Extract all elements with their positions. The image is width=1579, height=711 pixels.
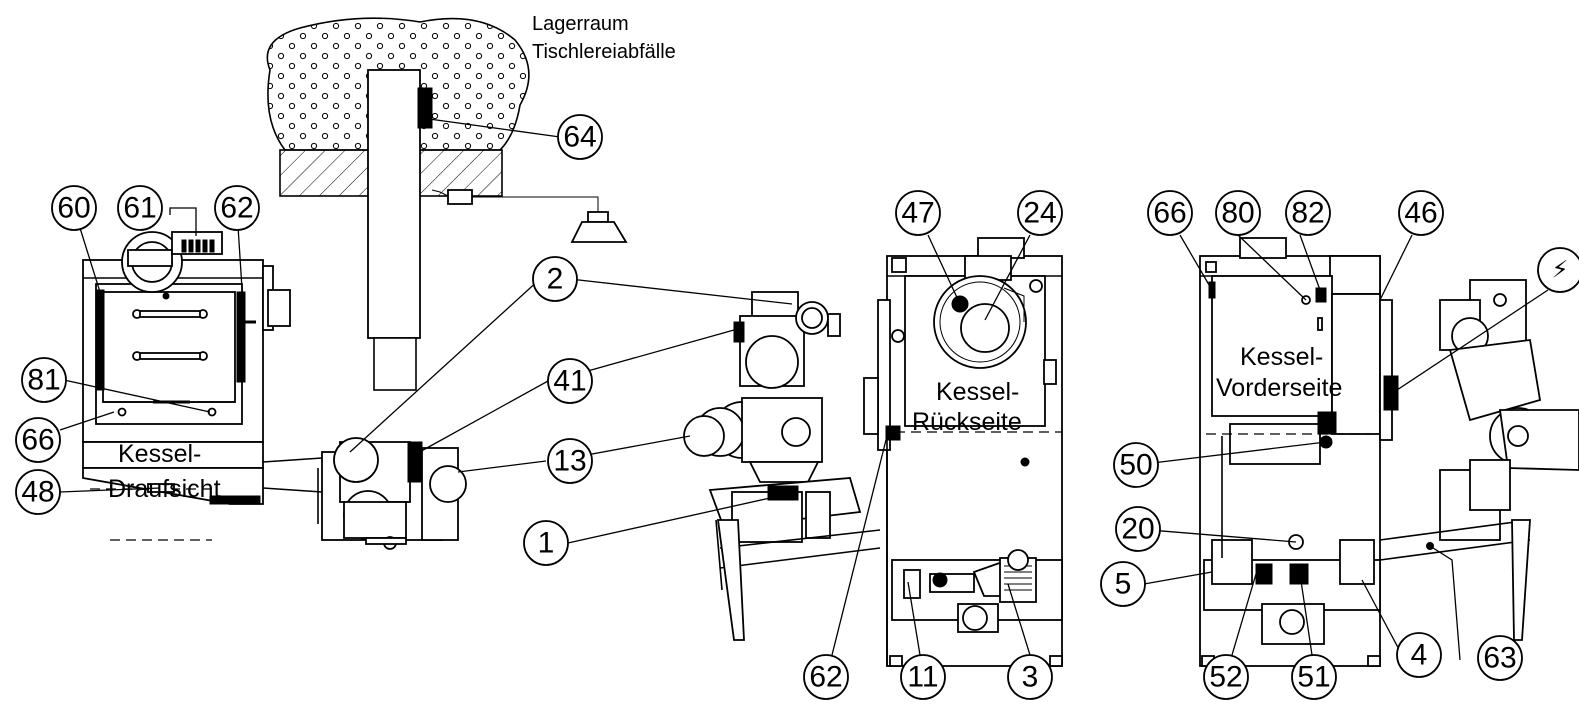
leader-lines: [59, 117, 1549, 661]
svg-text:66: 66: [21, 424, 54, 457]
svg-text:64: 64: [563, 121, 596, 154]
callout-46: 46: [1398, 190, 1444, 236]
svg-text:66: 66: [1153, 197, 1186, 230]
front-view-label-line2: Vorderseite: [1216, 374, 1342, 402]
svg-text:3: 3: [1022, 661, 1039, 694]
callout-62-rear-view: 62: [803, 654, 849, 700]
front-view-label-line1: Kessel-: [1240, 343, 1323, 371]
callout-51: 51: [1291, 654, 1337, 700]
svg-text:5: 5: [1115, 568, 1132, 601]
callout-81: 81: [21, 357, 67, 403]
feeder-side-view: [683, 291, 881, 641]
boiler-rear-view: Kessel- Rückseite: [863, 237, 1063, 667]
callout-1: 1: [523, 520, 569, 566]
top-view-label-line1: Kessel-: [118, 440, 201, 468]
svg-text:60: 60: [57, 192, 90, 225]
svg-text:2: 2: [547, 263, 564, 296]
svg-text:62: 62: [809, 661, 842, 694]
callout-3: 3: [1007, 654, 1053, 700]
storage-room: Lagerraum Tischlereiabfälle: [266, 13, 676, 197]
svg-text:81: 81: [27, 364, 60, 397]
callout-62-top-view: 62: [214, 185, 260, 231]
svg-text:1: 1: [538, 527, 555, 560]
rear-view-label-line1: Kessel-: [936, 378, 1019, 406]
callout-24: 24: [1017, 190, 1063, 236]
svg-text:11: 11: [907, 661, 938, 694]
svg-text:62: 62: [220, 192, 253, 225]
svg-text:41: 41: [553, 365, 586, 398]
callout-2: 2: [532, 256, 578, 302]
callout-48: 48: [15, 469, 61, 515]
callout-60: 60: [51, 185, 97, 231]
feeder-side-view-right: [1379, 279, 1579, 641]
svg-text:24: 24: [1023, 197, 1056, 230]
svg-text:48: 48: [21, 476, 54, 509]
svg-text:63: 63: [1483, 642, 1516, 675]
storage-room-label-line1: Lagerraum: [532, 13, 629, 35]
svg-text:46: 46: [1404, 197, 1437, 230]
callout-61: 61: [117, 185, 163, 231]
svg-text:50: 50: [1119, 449, 1152, 482]
svg-text:4: 4: [1411, 639, 1428, 672]
svg-text:20: 20: [1121, 513, 1154, 546]
callout-52: 52: [1203, 654, 1249, 700]
svg-text:13: 13: [553, 445, 586, 478]
svg-text:51: 51: [1297, 661, 1330, 694]
storage-room-label-line2: Tischlereiabfälle: [532, 41, 676, 63]
callout-82: 82: [1285, 190, 1331, 236]
boiler-top-view: Kessel- Draufsicht: [82, 231, 291, 541]
callout-66-top-view: 66: [15, 417, 61, 463]
callout-20: 20: [1115, 506, 1161, 552]
svg-text:82: 82: [1291, 197, 1324, 230]
callout-47: 47: [895, 190, 941, 236]
feeder-top-view: [317, 437, 467, 550]
callout-41: 41: [547, 358, 593, 404]
electrical-symbol-icon: ⚡: [1537, 247, 1579, 293]
svg-text:52: 52: [1209, 661, 1242, 694]
svg-text:47: 47: [901, 197, 934, 230]
door-handle-upper: [132, 309, 208, 319]
svg-text:80: 80: [1221, 197, 1254, 230]
callout-66-front-view: 66: [1147, 190, 1193, 236]
callout-5: 5: [1100, 561, 1146, 607]
callout-50: 50: [1113, 442, 1159, 488]
door-handle-lower: [132, 351, 208, 361]
callout-63: 63: [1477, 635, 1523, 681]
svg-text:⚡: ⚡: [1552, 257, 1569, 284]
callout-13: 13: [547, 438, 593, 484]
boiler-front-view: Kessel- Vorderseite: [1199, 237, 1399, 667]
callout-4: 4: [1396, 632, 1442, 678]
callout-11: 11: [900, 654, 946, 700]
svg-text:61: 61: [123, 192, 156, 225]
feed-shaft: [367, 69, 628, 391]
callout-80: 80: [1215, 190, 1261, 236]
rear-view-label-line2: Rückseite: [912, 408, 1022, 436]
callout-64: 64: [557, 114, 603, 160]
